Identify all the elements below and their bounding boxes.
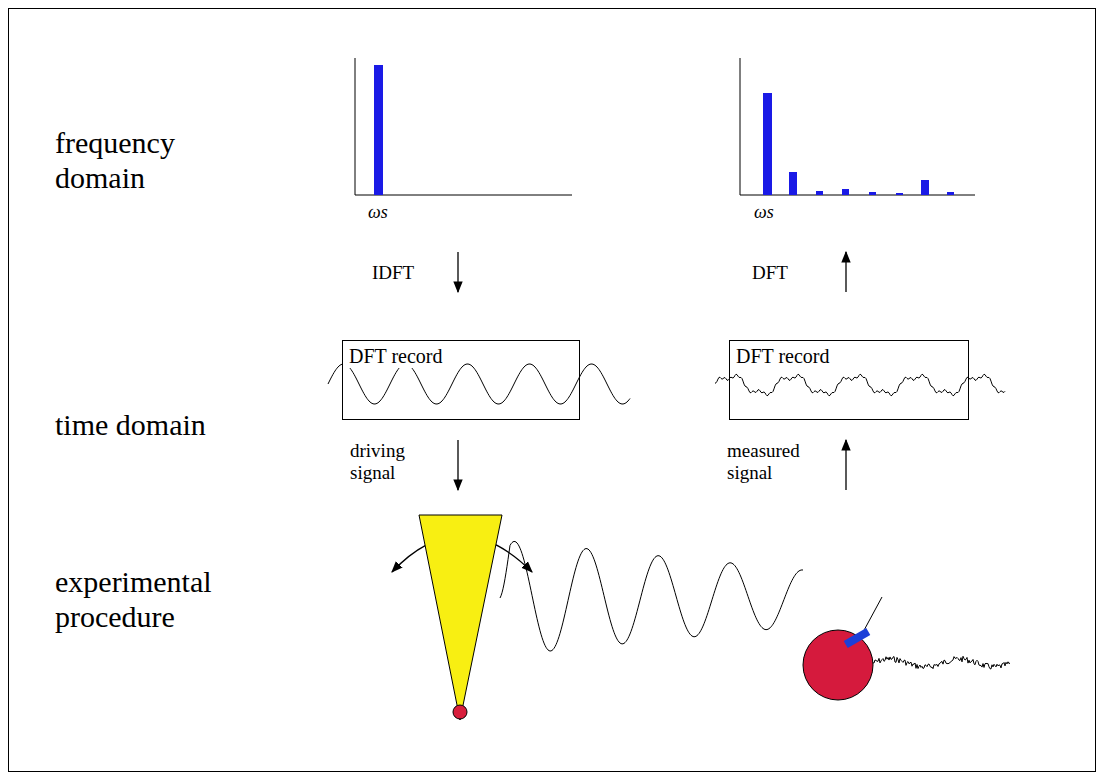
row-label: frequency domain xyxy=(55,126,255,195)
row-label: experimental procedure xyxy=(55,565,255,634)
frequency-mark: ωs xyxy=(754,202,774,223)
travelling-wave xyxy=(500,541,803,651)
driver-mass xyxy=(453,705,467,719)
dft-record-box: DFT record xyxy=(729,340,969,420)
row-label: time domain xyxy=(55,408,255,443)
signal-label: driving signal xyxy=(350,440,440,484)
frame xyxy=(9,9,1096,772)
sensor xyxy=(844,628,871,648)
flow-arrows xyxy=(458,252,846,490)
frequency-mark: ωs xyxy=(368,202,388,223)
sensor-lead xyxy=(862,597,882,634)
signal-label: measured signal xyxy=(727,440,817,484)
driver xyxy=(419,515,502,720)
receiver xyxy=(803,630,873,700)
spectrum-right xyxy=(740,58,975,195)
transform-label: DFT xyxy=(752,262,788,284)
transform-label: IDFT xyxy=(372,262,414,284)
driving-wave xyxy=(328,364,630,404)
noise-wave xyxy=(873,656,1010,669)
measured-wave xyxy=(715,374,1005,396)
spectrum-left xyxy=(355,58,572,195)
box-title: DFT record xyxy=(343,341,443,368)
box-title: DFT record xyxy=(730,341,830,368)
dft-record-box: DFT record xyxy=(342,340,580,420)
